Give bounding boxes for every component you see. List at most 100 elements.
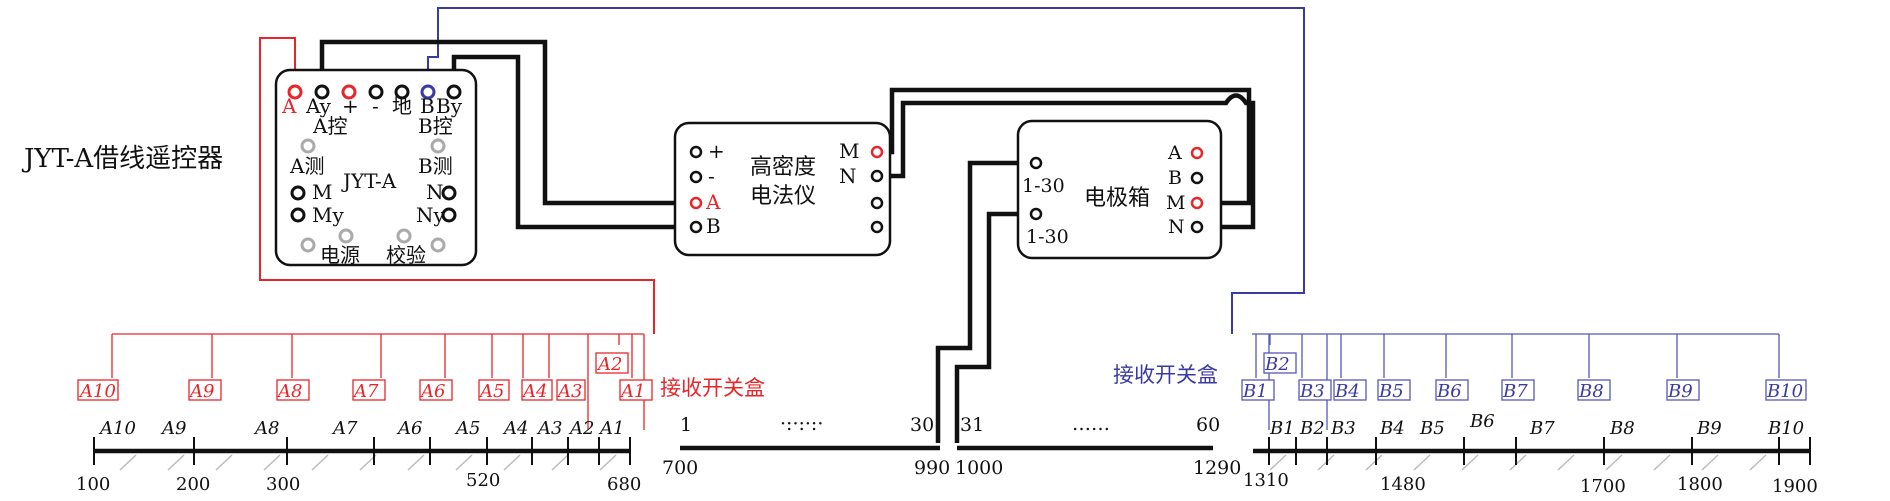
controller-terminals-top <box>287 84 462 100</box>
blue-switch-boxes <box>1241 352 1807 401</box>
instrument-n: N <box>839 164 857 188</box>
red-switch-boxes <box>77 352 653 401</box>
red-electrode-label: A6 <box>396 418 422 439</box>
blue-electrode-label: B5 <box>1419 418 1445 439</box>
red-electrode-label: A4 <box>502 418 528 439</box>
label-m: M <box>312 180 332 204</box>
terminal-label-a: A <box>281 94 297 118</box>
blue-box-label: B3 <box>1299 381 1325 402</box>
red-box-label: A2 <box>596 354 622 375</box>
blue-electrode-label: B9 <box>1696 418 1722 439</box>
label-my: My <box>312 203 344 227</box>
instrument-plus: + <box>708 139 725 163</box>
middle-tick-990: 990 <box>914 457 950 479</box>
red-box-label: A5 <box>478 381 504 402</box>
red-box-label: A9 <box>188 381 214 402</box>
red-electrode-label: A7 <box>331 418 358 439</box>
instrument-minus: - <box>708 164 715 188</box>
blue-box-label: B9 <box>1667 381 1693 402</box>
electrode-box-m: M <box>1166 192 1185 214</box>
blue-box-label: B4 <box>1334 381 1360 402</box>
controller-terminals-side <box>290 138 457 253</box>
red-tick-label: 100 <box>76 474 110 495</box>
wire-electrode-2 <box>954 211 1036 443</box>
middle-tick-1290: 1290 <box>1193 457 1241 479</box>
wire-ay-to-a <box>319 39 696 206</box>
label-ny: Ny <box>416 203 446 227</box>
blue-electrode-label: B1 <box>1269 418 1295 439</box>
electrode-box-n: N <box>1168 216 1185 238</box>
blue-electrode-label: B8 <box>1609 418 1635 439</box>
label-b-measure: B测 <box>418 154 453 178</box>
red-electrode-label: A9 <box>160 418 186 439</box>
blue-box-label: B7 <box>1502 381 1528 402</box>
blue-tick-label: 1700 <box>1580 476 1626 497</box>
wire-by-to-b <box>451 54 696 230</box>
red-tick-label: 200 <box>176 474 210 495</box>
blue-box-label: B6 <box>1436 381 1462 402</box>
label-b-control: B控 <box>418 114 453 138</box>
red-box-label: A7 <box>352 381 379 402</box>
label-check: 校验 <box>386 243 426 267</box>
instrument-b: B <box>706 214 721 238</box>
terminal-label-ground: 地 <box>392 94 412 118</box>
middle-dots-1: ·:·:·:· <box>780 413 823 435</box>
blue-box-label: B2 <box>1264 354 1290 375</box>
middle-start-1: 1 <box>680 414 692 436</box>
terminal-label-minus: - <box>372 94 379 118</box>
red-box-label: A1 <box>619 381 645 402</box>
red-wire-a <box>259 37 655 334</box>
electrode-box-terminals <box>1029 146 1204 234</box>
controller-title: JYT-A借线遥控器 <box>21 144 223 174</box>
blue-tick-label: 1800 <box>1677 474 1723 495</box>
red-switch-title: 接收开关盒 <box>660 376 765 400</box>
instrument-m: M <box>839 139 859 163</box>
blue-box-label: B5 <box>1378 381 1404 402</box>
red-box-label: A8 <box>276 381 302 402</box>
electrode-box-a: A <box>1167 142 1182 164</box>
controller-model: JYT-A <box>341 169 397 193</box>
terminal-label-plus: + <box>342 94 359 118</box>
blue-wire-b <box>427 7 1305 334</box>
middle-start-31: 31 <box>960 414 984 436</box>
blue-tick-label: 1900 <box>1772 476 1818 497</box>
electrode-box-name: 电极箱 <box>1084 186 1150 211</box>
instrument-terminals <box>689 145 884 234</box>
terminal-label-by: By <box>436 94 463 118</box>
blue-tick-label: 1310 <box>1243 470 1289 491</box>
red-box-label: A3 <box>556 381 582 402</box>
terminal-label-b: B <box>420 94 435 118</box>
red-electrode-label: A2 <box>568 418 594 439</box>
middle-tick-1000: 1000 <box>955 457 1003 479</box>
electrode-port-2: 1-30 <box>1026 226 1069 248</box>
blue-electrode-label: B3 <box>1330 418 1356 439</box>
red-ruler-hatch <box>119 454 617 471</box>
red-electrode-label: A10 <box>98 418 136 439</box>
red-branches <box>111 334 645 430</box>
red-tick-label: 680 <box>607 474 641 495</box>
red-electrode-label: A3 <box>536 418 562 439</box>
blue-box-label: B10 <box>1766 381 1803 402</box>
blue-electrode-pins <box>1268 437 1811 465</box>
red-electrode-label: A8 <box>253 418 279 439</box>
electrode-box <box>1016 119 1223 260</box>
red-electrode-pins <box>93 437 631 465</box>
blue-electrode-label: B4 <box>1379 418 1405 439</box>
red-box-label: A10 <box>78 381 116 402</box>
controller-box <box>274 68 478 267</box>
middle-dots-2: …… <box>1072 413 1110 435</box>
red-electrode-label: A1 <box>598 418 624 439</box>
instrument-a: A <box>705 190 721 214</box>
red-tick-label: 520 <box>466 470 500 491</box>
blue-electrode-label: B6 <box>1469 411 1495 432</box>
instrument-box <box>673 121 892 257</box>
red-box-label: A6 <box>419 381 445 402</box>
blue-electrode-label: B2 <box>1299 418 1325 439</box>
instrument-name-1: 高密度 <box>750 155 816 180</box>
electrode-port-1: 1-30 <box>1022 175 1065 197</box>
red-box-label: A4 <box>521 381 547 402</box>
middle-end-60: 60 <box>1196 414 1220 436</box>
label-a-measure: A测 <box>289 154 324 178</box>
